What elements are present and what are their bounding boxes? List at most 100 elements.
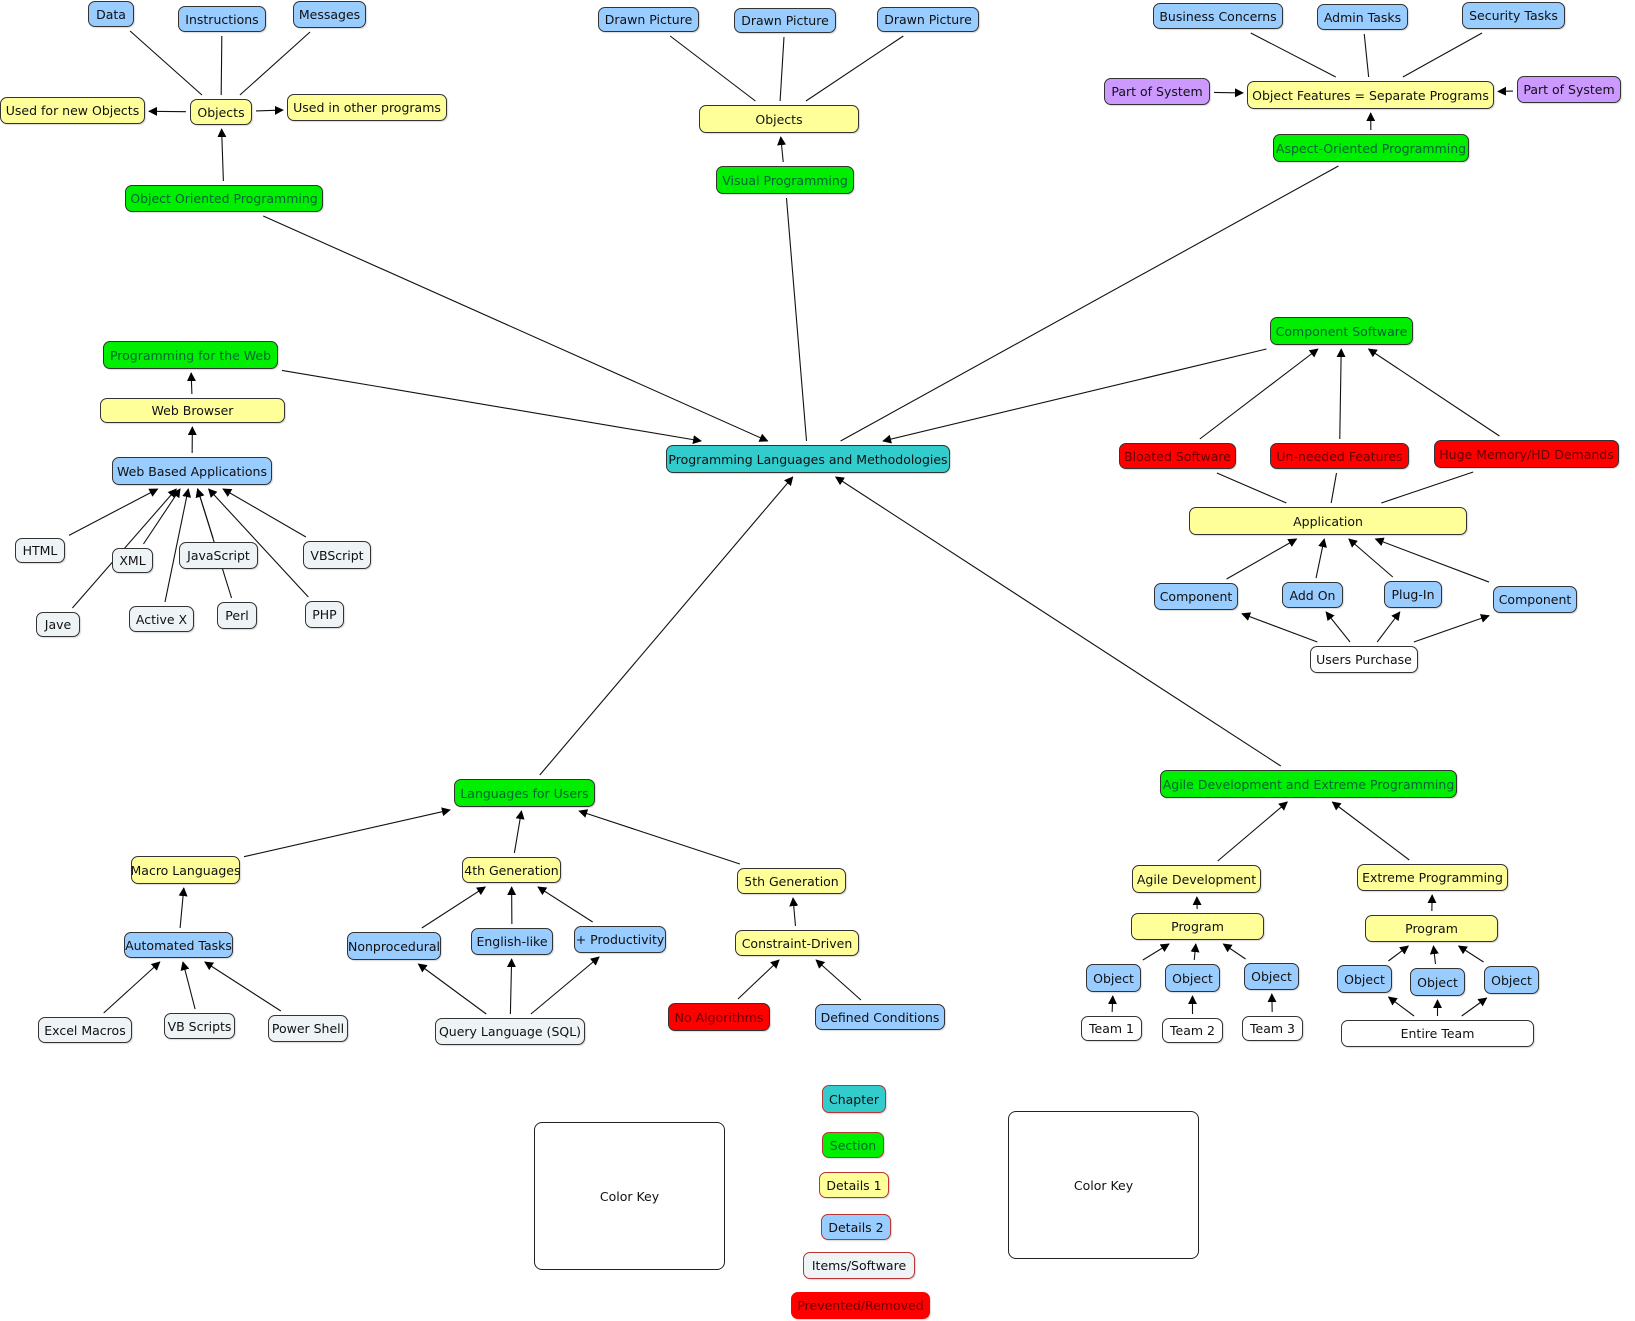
connector-lfu-to-root [539, 476, 794, 776]
concept-label: Extreme Programming [1362, 870, 1503, 885]
section-node-languages-for-users[interactable]: Languages for Users [454, 779, 595, 807]
concept-node-xp[interactable]: Extreme Programming [1357, 864, 1508, 891]
color-key-right-label: Color Key [1073, 1177, 1134, 1193]
concept-node-web-activex[interactable]: Active X [129, 606, 194, 632]
concept-node-ag-team1[interactable]: Team 1 [1081, 1016, 1142, 1041]
concept-label: Object [1344, 971, 1385, 987]
concept-node-aop-feat[interactable]: Object Features = Separate Programs [1247, 81, 1494, 109]
concept-node-ag-obj3[interactable]: Object [1244, 963, 1299, 990]
concept-node-xp-prog[interactable]: Program [1365, 915, 1498, 942]
concept-node-lfu-defcond[interactable]: Defined Conditions [815, 1004, 945, 1030]
concept-node-cs-bloat[interactable]: Bloated Software [1119, 443, 1236, 469]
color-key-box-right: Color Key [1008, 1111, 1199, 1259]
concept-node-web-perl[interactable]: Perl [217, 602, 257, 629]
concept-label: Team 3 [1250, 1021, 1295, 1036]
connector-vp-pic2-to-vp-objects [779, 36, 785, 102]
concept-label: Un-needed Features [1276, 448, 1403, 464]
concept-node-lfu-noalg[interactable]: No Algorithms [668, 1003, 770, 1031]
concept-node-cs-plugin[interactable]: Plug-In [1384, 581, 1442, 608]
concept-node-ag-dev[interactable]: Agile Development [1132, 865, 1261, 893]
connector-cs-comp1-to-cs-app [1226, 538, 1298, 580]
concept-node-lfu-english[interactable]: English-like [471, 928, 553, 955]
concept-node-xp-obj1[interactable]: Object [1337, 965, 1392, 993]
concept-node-oop-data[interactable]: Data [88, 1, 134, 27]
concept-label: PHP [312, 607, 337, 622]
concept-node-cs-app[interactable]: Application [1189, 507, 1467, 535]
concept-node-aop-admin[interactable]: Admin Tasks [1317, 4, 1408, 30]
concept-node-vp-pic2[interactable]: Drawn Picture [734, 8, 836, 33]
concept-node-cs-unneeded[interactable]: Un-needed Features [1270, 443, 1409, 469]
concept-node-ag-team2[interactable]: Team 2 [1162, 1018, 1223, 1043]
connector-cs-bloat-to-cs [1199, 348, 1319, 440]
section-node-object-oriented-programming[interactable]: Object Oriented Programming [125, 185, 323, 212]
connector-oop-to-oop-objects [217, 128, 227, 182]
concept-node-ag-obj1[interactable]: Object [1086, 964, 1141, 992]
concept-node-web-apps[interactable]: Web Based Applications [112, 457, 272, 485]
concept-node-lfu-4gl[interactable]: 4th Generation [462, 857, 561, 883]
connector-cs-mem-to-cs [1367, 348, 1500, 437]
connector-lfu-defcond-to-lfu-constraint [815, 959, 862, 1001]
concept-node-xp-obj2[interactable]: Object [1410, 968, 1465, 996]
concept-node-oop-instr[interactable]: Instructions [178, 6, 266, 32]
concept-node-cs-addon[interactable]: Add On [1282, 582, 1343, 608]
concept-label: Business Concerns [1159, 8, 1277, 24]
concept-node-lfu-constraint[interactable]: Constraint-Driven [735, 930, 859, 956]
connector-lfu-5gl-to-lfu [578, 809, 741, 865]
concept-node-aop-sec[interactable]: Security Tasks [1462, 2, 1565, 29]
concept-node-ag-obj2[interactable]: Object [1165, 964, 1220, 992]
concept-node-cs-mem[interactable]: Huge Memory/HD Demands [1434, 440, 1619, 468]
concept-node-oop-objects[interactable]: Objects [190, 99, 252, 125]
concept-node-cs-comp2[interactable]: Component [1493, 586, 1577, 613]
legend-chapter: Chapter [822, 1085, 886, 1113]
concept-node-oop-other[interactable]: Used in other programs [287, 94, 447, 121]
concept-node-cs-comp1[interactable]: Component [1154, 583, 1238, 610]
concept-node-ag-team3[interactable]: Team 3 [1242, 1016, 1303, 1041]
concept-node-lfu-prod[interactable]: + Productivity [574, 926, 666, 953]
concept-node-web-html[interactable]: HTML [15, 538, 65, 563]
concept-label: Bloated Software [1124, 448, 1231, 464]
concept-node-xp-team[interactable]: Entire Team [1341, 1020, 1534, 1047]
concept-node-web-browser[interactable]: Web Browser [100, 398, 285, 423]
concept-node-web-js[interactable]: JavaScript [179, 542, 258, 569]
chapter-node-programming-languages[interactable]: Programming Languages and Methodologies [666, 445, 950, 473]
connector-agile-to-root [834, 476, 1282, 767]
concept-node-vp-objects[interactable]: Objects [699, 105, 859, 133]
connector-cs-to-root [882, 348, 1267, 444]
concept-node-ag-prog[interactable]: Program [1131, 913, 1264, 940]
concept-node-lfu-auto[interactable]: Automated Tasks [124, 932, 233, 958]
concept-node-lfu-ps[interactable]: Power Shell [268, 1015, 348, 1042]
concept-node-oop-msg[interactable]: Messages [293, 1, 366, 28]
connector-lfu-ps-to-lfu-auto [204, 961, 282, 1012]
section-node-visual-programming[interactable]: Visual Programming [716, 166, 854, 194]
concept-node-lfu-sql[interactable]: Query Language (SQL) [435, 1018, 585, 1045]
section-node-aspect-oriented-programming[interactable]: Aspect-Oriented Programming [1273, 134, 1469, 162]
concept-node-xp-obj3[interactable]: Object [1484, 966, 1539, 994]
concept-node-aop-pos2[interactable]: Part of System [1517, 76, 1621, 103]
section-node-component-software[interactable]: Component Software [1270, 317, 1413, 345]
concept-node-cs-users[interactable]: Users Purchase [1310, 646, 1418, 673]
concept-node-aop-bus[interactable]: Business Concerns [1153, 3, 1283, 29]
connector-lfu-prod-to-lfu-4gl [537, 886, 593, 923]
concept-node-web-xml[interactable]: XML [112, 548, 153, 573]
concept-label: Admin Tasks [1323, 9, 1402, 25]
concept-label: VBScript [310, 547, 364, 563]
concept-node-oop-new[interactable]: Used for new Objects [0, 97, 145, 124]
concept-label: Instructions [185, 11, 259, 27]
concept-label: Data [96, 6, 126, 22]
concept-node-aop-pos1[interactable]: Part of System [1104, 78, 1210, 105]
connector-cs-app-to-cs-unneeded [1330, 472, 1338, 504]
concept-node-lfu-macro[interactable]: Macro Languages [131, 856, 241, 884]
concept-node-lfu-excel[interactable]: Excel Macros [38, 1017, 132, 1043]
concept-node-vp-pic1[interactable]: Drawn Picture [598, 7, 699, 32]
concept-node-lfu-vbs[interactable]: VB Scripts [164, 1013, 235, 1039]
concept-label: Entire Team [1400, 1026, 1475, 1041]
concept-node-lfu-nonproc[interactable]: Nonprocedural [347, 932, 441, 960]
concept-node-web-jave[interactable]: Jave [36, 612, 80, 637]
concept-node-web-php[interactable]: PHP [305, 601, 344, 628]
section-node-agile-and-extreme-programming[interactable]: Agile Development and Extreme Programmin… [1160, 770, 1457, 798]
concept-node-web-vbs[interactable]: VBScript [303, 541, 371, 569]
concept-node-lfu-5gl[interactable]: 5th Generation [737, 868, 846, 894]
concept-label: Component [1498, 592, 1572, 607]
section-node-programming-for-the-web[interactable]: Programming for the Web [103, 341, 278, 369]
concept-node-vp-pic3[interactable]: Drawn Picture [877, 7, 979, 32]
